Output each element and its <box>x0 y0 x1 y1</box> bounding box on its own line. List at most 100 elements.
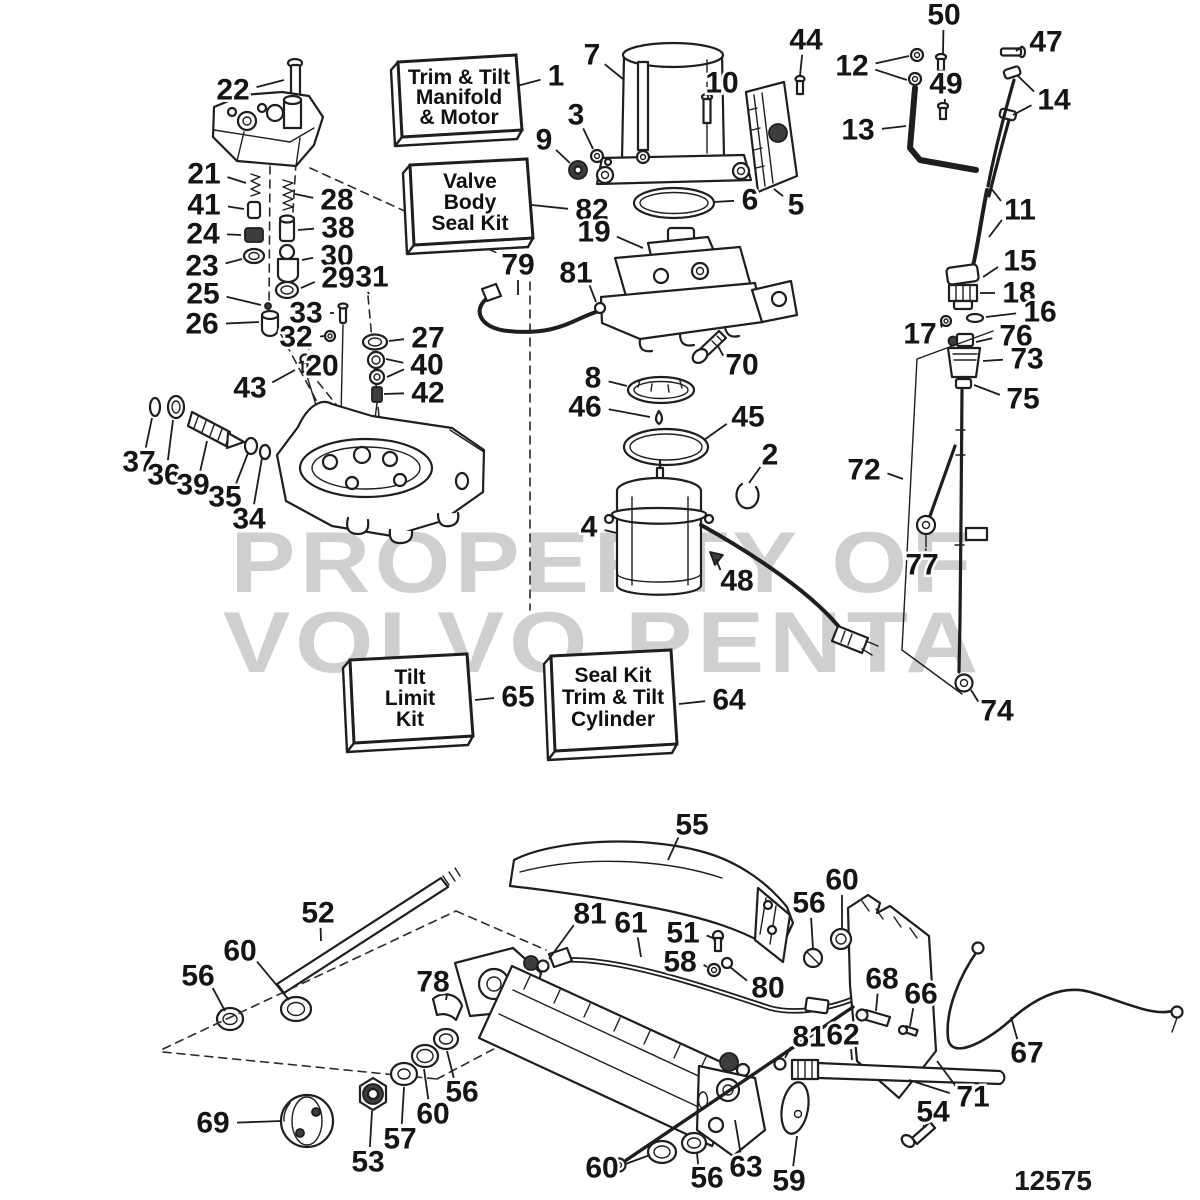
leader-line <box>400 1086 405 1125</box>
leader-line <box>667 837 680 861</box>
part-number-76: 76 <box>999 320 1032 353</box>
part-number-66: 66 <box>904 978 937 1011</box>
mount-plate <box>611 893 1184 1173</box>
leader-line <box>271 369 296 384</box>
part-number-63: 63 <box>729 1151 762 1184</box>
valve-body <box>275 400 486 545</box>
part-number-70: 70 <box>725 349 758 382</box>
leader-line <box>784 1046 792 1059</box>
part-number-62: 62 <box>826 1019 859 1052</box>
part-number-56: 56 <box>690 1162 723 1195</box>
leader-line <box>875 993 879 1012</box>
leader-line <box>294 193 314 199</box>
leader-line <box>301 256 314 261</box>
part-number-44: 44 <box>789 24 823 57</box>
leader-line <box>696 1152 699 1165</box>
kit-box-line: Tilt <box>394 666 425 689</box>
leader-line <box>236 1120 282 1124</box>
motor-assembly <box>568 41 806 220</box>
part-number-51: 51 <box>666 917 699 950</box>
leader-line <box>388 338 405 342</box>
leader-line <box>734 1119 742 1153</box>
part-number-6: 6 <box>742 184 759 217</box>
leader-line <box>985 312 1017 318</box>
leader-line <box>235 452 249 485</box>
leader-line <box>588 284 597 303</box>
part-number-22: 22 <box>216 74 249 107</box>
leader-line <box>167 419 174 461</box>
part-number-21: 21 <box>187 158 220 191</box>
part-number-31: 31 <box>355 261 388 294</box>
kit-box-line: Seal Kit <box>431 212 508 235</box>
leader-line <box>875 55 910 65</box>
part-number-26: 26 <box>185 308 218 341</box>
leader-line <box>1015 45 1024 52</box>
leader-line <box>940 323 943 328</box>
cylinder-seal-parts <box>279 927 853 1165</box>
part-number-1: 1 <box>548 60 565 93</box>
part-number-60: 60 <box>223 935 256 968</box>
part-number-69: 69 <box>196 1107 229 1140</box>
leader-line <box>548 924 575 960</box>
leader-line <box>516 78 541 87</box>
part-number-19: 19 <box>577 216 610 249</box>
leader-line <box>531 204 569 210</box>
part-number-48: 48 <box>720 565 753 598</box>
part-number-35: 35 <box>208 481 241 514</box>
leader-line <box>225 258 243 265</box>
part-number-38: 38 <box>321 212 354 245</box>
part-number-13: 13 <box>841 114 874 147</box>
part-number-81: 81 <box>559 257 592 290</box>
leader-line <box>256 79 285 88</box>
manifold-assembly <box>211 57 325 168</box>
tilt-cylinder <box>453 946 767 1158</box>
part-number-14: 14 <box>1037 84 1071 117</box>
leader-line <box>604 63 624 80</box>
tilt-cover <box>508 840 795 964</box>
leader-line <box>445 994 448 1001</box>
leader-line <box>555 149 571 164</box>
part-number-81: 81 <box>792 1021 825 1054</box>
part-number-50: 50 <box>927 0 960 32</box>
leader-line <box>810 917 814 950</box>
leader-line <box>624 1154 651 1165</box>
leader-line <box>386 368 405 378</box>
leader-line <box>636 937 642 958</box>
part-number-33: 33 <box>289 297 322 330</box>
leader-line <box>887 472 904 480</box>
part-number-43: 43 <box>233 372 266 405</box>
part-number-46: 46 <box>568 391 601 424</box>
leader-line <box>706 934 714 939</box>
part-number-57: 57 <box>383 1123 416 1156</box>
kit-box-line: & Motor <box>419 106 498 129</box>
leader-line <box>792 1135 798 1167</box>
leader-line <box>982 266 999 278</box>
kit-box-line: Valve <box>443 170 497 193</box>
leader-line <box>881 125 907 130</box>
leader-line <box>975 337 993 343</box>
part-number-27: 27 <box>411 322 444 355</box>
part-number-73: 73 <box>1010 343 1043 376</box>
leader-line <box>226 233 242 236</box>
part-number-49: 49 <box>929 68 962 101</box>
leader-line <box>608 380 628 387</box>
part-number-32: 32 <box>279 321 312 354</box>
leader-line <box>582 128 594 150</box>
part-number-8: 8 <box>585 362 602 395</box>
part-number-16: 16 <box>1023 296 1056 329</box>
part-number-36: 36 <box>147 459 180 492</box>
part-number-59: 59 <box>772 1165 805 1198</box>
leader-line <box>678 700 706 705</box>
leader-line <box>729 966 748 982</box>
leader-line <box>367 291 370 295</box>
part-number-47: 47 <box>1029 26 1062 59</box>
part-number-34: 34 <box>232 503 266 536</box>
part-number-53: 53 <box>351 1146 384 1179</box>
pivot-pin <box>773 1057 1006 1086</box>
